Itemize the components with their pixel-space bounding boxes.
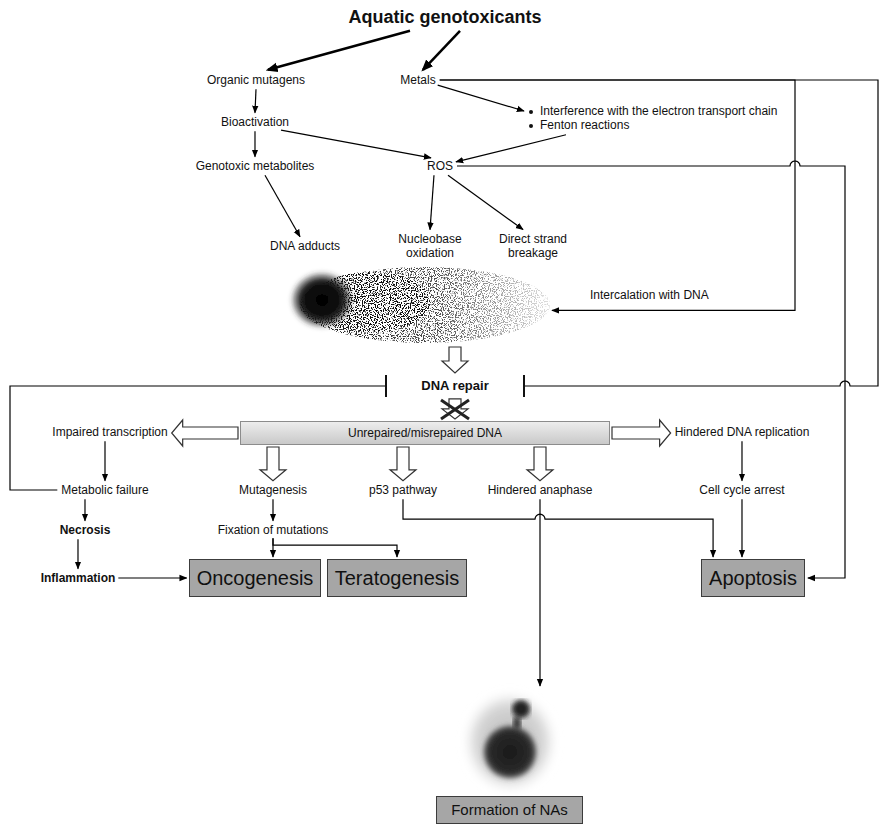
connector-arrow: [84, 499, 85, 521]
process-label: Bioactivation: [221, 115, 289, 129]
connector-arrow: [272, 499, 273, 521]
micronucleus: [512, 700, 530, 718]
connector-arrow: [430, 175, 434, 229]
node-text: Metabolic failure: [61, 483, 148, 497]
node-text: Direct strand breakage: [487, 232, 579, 261]
process-label: p53 pathway: [369, 483, 437, 497]
connector-arrow: [741, 441, 742, 481]
node-text: Bioactivation: [221, 115, 289, 129]
outcome-box: Formation of NAs: [436, 688, 583, 824]
comet-image: [292, 267, 550, 343]
connector-arrow: [448, 175, 523, 229]
node-text: Mutagenesis: [239, 483, 307, 497]
node-text: DNA adducts: [270, 239, 340, 253]
process-label: Necrosis: [60, 523, 111, 537]
cell-halo: [464, 692, 556, 792]
connector-arrow: [104, 441, 105, 481]
process-label: Metabolic failure: [61, 483, 148, 497]
node-text: Hindered DNA replication: [675, 425, 810, 439]
connector-arrow: [741, 499, 742, 557]
block-cross: [441, 400, 469, 419]
block-arrow: [172, 420, 238, 446]
block-cross: [441, 400, 469, 419]
process-label: Intercalation with DNA: [552, 288, 795, 316]
connector-arrow: [403, 499, 713, 557]
node-text: Impaired transcription: [52, 425, 167, 439]
node-text: Genotoxic metabolites: [196, 159, 315, 173]
process-label: Hindered DNA replication: [675, 425, 810, 439]
node-text: ROS: [427, 159, 453, 173]
node-text: Metals: [400, 73, 435, 87]
connector-arrow: [440, 80, 795, 310]
outcome-box: Apoptosis: [701, 559, 805, 597]
process-label: Genotoxic metabolites: [196, 159, 315, 173]
damage-label: Nucleobase oxidation: [390, 232, 470, 261]
connector-arrow: [457, 161, 845, 578]
connector-arrow: [265, 175, 300, 237]
main-nucleus: [484, 726, 536, 778]
process-label: Cell cycle arrest: [699, 483, 784, 497]
damage-label: Direct strand breakage: [487, 232, 579, 261]
connector-arrow: [268, 31, 410, 70]
node-text: Inflammation: [41, 571, 116, 585]
damage-label: DNA adducts: [270, 239, 340, 253]
node-text: Unrepaired/misrepaired DNA: [348, 426, 502, 440]
process-label: Hindered anaphase: [488, 483, 593, 497]
process-label: Metals: [400, 73, 435, 87]
node-text: Intercalation with DNA: [590, 288, 795, 302]
outcome-box: Oncogenesis: [189, 559, 322, 597]
node-text: Fenton reactions: [526, 118, 777, 132]
node-text: Hindered anaphase: [488, 483, 593, 497]
connector-arrow: [281, 130, 431, 158]
process-label: Mutagenesis: [239, 483, 307, 497]
connector-arrow: [438, 85, 524, 111]
process-label: Inflammation: [41, 571, 116, 585]
connector-arrow: [456, 135, 566, 162]
block-arrow: [442, 399, 468, 419]
node-text: Nucleobase oxidation: [390, 232, 470, 261]
node-text: p53 pathway: [369, 483, 437, 497]
node-text: Fixation of mutations: [218, 523, 329, 537]
connector-arrow: [77, 539, 78, 569]
block-arrow: [527, 447, 553, 481]
node-text: Apoptosis: [709, 566, 797, 590]
node-text: Interference with the electron transport…: [526, 104, 777, 118]
block-arrow: [442, 347, 468, 373]
connector-arrow: [423, 31, 460, 70]
connector-arrow: [254, 131, 255, 157]
node-text: Cell cycle arrest: [699, 483, 784, 497]
comet-head: [292, 273, 352, 327]
block-arrow: [390, 447, 416, 481]
block-arrow: [612, 420, 671, 446]
micronucleus-image: [464, 692, 556, 792]
connector-arrow: [118, 577, 186, 578]
process-label: ROS: [427, 159, 453, 173]
inhibition-line: [440, 80, 878, 386]
connector-arrow: [539, 499, 540, 686]
connector-arrow: [273, 538, 397, 557]
outcome-box: Teratogenesis: [327, 559, 468, 597]
node-text: Necrosis: [60, 523, 111, 537]
nuclear-bridge: [513, 716, 521, 730]
node-text: Aquatic genotoxicants: [348, 7, 541, 29]
bullet-list: Interference with the electron transport…: [526, 104, 777, 133]
process-label: Fixation of mutations: [218, 523, 329, 537]
node-text: Formation of NAs: [436, 796, 583, 824]
process-label: Impaired transcription: [52, 425, 167, 439]
node-text: DNA repair: [391, 378, 519, 394]
process-label: Organic mutagens: [207, 73, 305, 87]
block-arrow: [260, 447, 286, 481]
repair-bracket: DNA repair: [385, 375, 525, 397]
node-text: Teratogenesis: [335, 566, 460, 590]
node-text: Oncogenesis: [197, 566, 314, 590]
source-label: Aquatic genotoxicants: [348, 7, 541, 29]
node-text: Organic mutagens: [207, 73, 305, 87]
state-box: Unrepaired/misrepaired DNA: [240, 421, 610, 445]
connector-arrow: [255, 89, 256, 113]
